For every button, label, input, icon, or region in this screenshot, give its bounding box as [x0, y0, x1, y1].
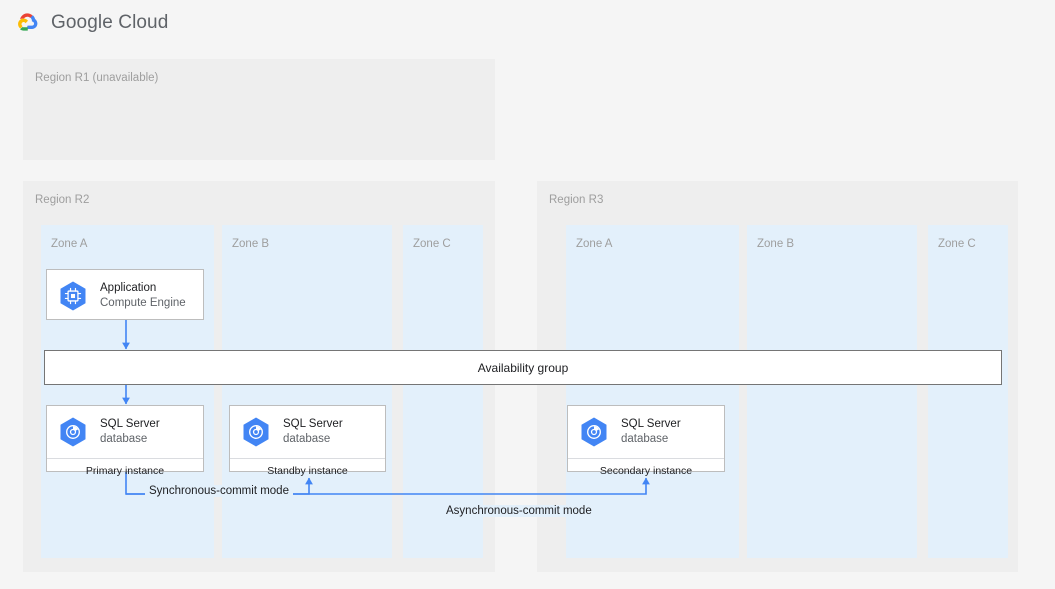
card-sql-standby-text: SQL Server database: [283, 417, 343, 446]
zone-r3-c: Zone C: [928, 225, 1008, 558]
region-r3-label: Region R3: [549, 194, 604, 206]
card-sql-standby[interactable]: SQL Server database Standby instance: [229, 405, 386, 477]
card-sql-primary-title: SQL Server: [100, 418, 160, 431]
card-sql-secondary-subtitle: database: [621, 433, 669, 445]
availability-group-label: Availability group: [477, 360, 569, 375]
zone-r3-a-label: Zone A: [576, 238, 613, 250]
card-sql-secondary-title: SQL Server: [621, 418, 681, 431]
card-sql-secondary-footer: Secondary instance: [568, 458, 724, 482]
card-sql-standby-footer: Standby instance: [230, 458, 385, 482]
compute-engine-icon: [60, 281, 86, 311]
zone-r3-b-label: Zone B: [757, 238, 795, 250]
zone-r2-c: Zone C: [403, 225, 483, 558]
zone-r2-b-label: Zone B: [232, 238, 270, 250]
zone-r2-b: Zone B: [222, 225, 392, 558]
region-r1: Region R1 (unavailable): [23, 59, 495, 160]
asynchronous-commit-mode-label: Asynchronous-commit mode: [442, 505, 596, 517]
sql-server-database-icon: [243, 417, 269, 447]
google-cloud-logo-icon: [18, 13, 38, 31]
zone-r3-c-label: Zone C: [938, 238, 976, 250]
region-r1-label: Region R1 (unavailable): [35, 72, 159, 84]
availability-group-bar: Availability group: [44, 350, 1002, 385]
card-application-subtitle: Compute Engine: [100, 297, 186, 309]
card-application[interactable]: Application Compute Engine: [46, 269, 204, 320]
card-sql-secondary-text: SQL Server database: [621, 417, 681, 446]
synchronous-commit-mode-label: Synchronous-commit mode: [145, 485, 293, 497]
card-sql-primary-text: SQL Server database: [100, 417, 160, 446]
card-sql-primary-body: SQL Server database: [47, 406, 203, 458]
card-sql-standby-body: SQL Server database: [230, 406, 385, 458]
card-sql-secondary[interactable]: SQL Server database Secondary instance: [567, 405, 725, 477]
zone-r3-b: Zone B: [747, 225, 917, 558]
card-sql-primary-footer: Primary instance: [47, 458, 203, 482]
zone-r2-a-label: Zone A: [51, 238, 88, 250]
card-sql-primary[interactable]: SQL Server database Primary instance: [46, 405, 204, 477]
card-application-title: Application: [100, 282, 157, 295]
app-header: Google Cloud: [0, 0, 1055, 46]
card-application-text: Application Compute Engine: [100, 281, 186, 310]
card-sql-standby-subtitle: database: [283, 433, 331, 445]
app-title: Google Cloud: [51, 12, 169, 33]
card-sql-standby-title: SQL Server: [283, 418, 343, 431]
card-sql-secondary-body: SQL Server database: [568, 406, 724, 458]
zone-r3-a: Zone A: [566, 225, 739, 558]
card-application-body: Application Compute Engine: [47, 270, 203, 322]
sql-server-database-icon: [581, 417, 607, 447]
card-sql-primary-subtitle: database: [100, 433, 148, 445]
region-r2-label: Region R2: [35, 194, 90, 206]
sql-server-database-icon: [60, 417, 86, 447]
zone-r2-c-label: Zone C: [413, 238, 451, 250]
